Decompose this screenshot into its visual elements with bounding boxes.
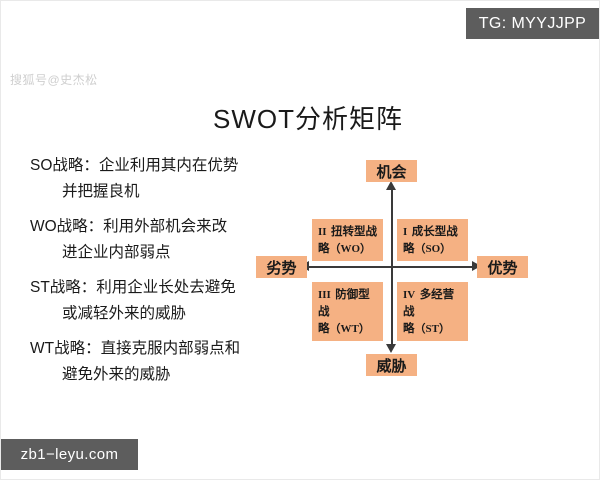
strategy-so-line2: 并把握良机	[62, 183, 140, 200]
quadrant-st-name: 多经营战	[403, 289, 455, 318]
strategy-item-wt: WT战略：直接克服内部弱点和 避免外来的威胁	[30, 336, 270, 388]
quadrant-st-tail: 略	[403, 323, 415, 335]
quadrant-box-so: I 成长型战 略（SO）	[397, 219, 468, 261]
strategy-wt-line2: 避免外来的威胁	[62, 366, 171, 383]
strategy-wo-line1: WO战略：利用外部机会来改	[30, 218, 228, 235]
quadrant-st-numeral: IV	[403, 289, 416, 301]
source-watermark: 搜狐号@史杰松	[10, 73, 98, 87]
watermark-badge-site: zb1−leyu.com	[1, 439, 138, 470]
quadrant-wt-numeral: III	[318, 289, 331, 301]
quadrant-box-wt: III 防御型战 略（WT）	[312, 282, 383, 341]
horizontal-axis-line	[308, 266, 476, 268]
axis-label-opportunity: 机会	[366, 160, 417, 182]
axis-label-strength: 优势	[477, 256, 528, 278]
quadrant-so-code: （SO）	[414, 243, 452, 255]
strategy-so-line1: SO战略：企业利用其内在优势	[30, 157, 239, 174]
swot-matrix: 机会 威胁 劣势 优势 II 扭转型战 略（WO） I 成长型战 略（SO） I…	[256, 156, 546, 386]
page-title: SWOT分析矩阵	[213, 104, 403, 134]
quadrant-so-name: 成长型战	[411, 226, 458, 238]
quadrant-so-numeral: I	[403, 226, 408, 238]
strategy-st-line1: ST战略：利用企业长处去避免	[30, 279, 236, 296]
strategy-item-st: ST战略：利用企业长处去避免 或减轻外来的威胁	[30, 275, 270, 327]
strategy-wo-line2: 进企业内部弱点	[62, 244, 171, 261]
axis-label-weakness: 劣势	[256, 256, 307, 278]
strategy-description-list: SO战略：企业利用其内在优势 并把握良机 WO战略：利用外部机会来改 进企业内部…	[30, 153, 270, 397]
quadrant-wo-tail: 略	[318, 243, 330, 255]
quadrant-wo-name: 扭转型战	[331, 226, 378, 238]
quadrant-so-tail: 略	[403, 243, 415, 255]
quadrant-box-wo: II 扭转型战 略（WO）	[312, 219, 383, 261]
arrow-up-icon	[386, 181, 396, 190]
watermark-badge-telegram: TG: MYYJJPP	[466, 8, 599, 39]
axis-label-threat: 威胁	[366, 354, 417, 376]
quadrant-wt-tail: 略	[318, 323, 330, 335]
quadrant-wt-code: （WT）	[329, 323, 370, 335]
strategy-wt-line1: WT战略：直接克服内部弱点和	[30, 340, 241, 357]
quadrant-wo-numeral: II	[318, 226, 327, 238]
strategy-item-so: SO战略：企业利用其内在优势 并把握良机	[30, 153, 270, 205]
quadrant-st-code: （ST）	[414, 323, 450, 335]
strategy-st-line2: 或减轻外来的威胁	[62, 305, 187, 322]
quadrant-box-st: IV 多经营战 略（ST）	[397, 282, 468, 341]
arrow-right-icon	[472, 261, 481, 271]
quadrant-wt-name: 防御型战	[318, 289, 370, 318]
quadrant-wo-code: （WO）	[329, 243, 372, 255]
arrow-down-icon	[386, 344, 396, 353]
strategy-item-wo: WO战略：利用外部机会来改 进企业内部弱点	[30, 214, 270, 266]
